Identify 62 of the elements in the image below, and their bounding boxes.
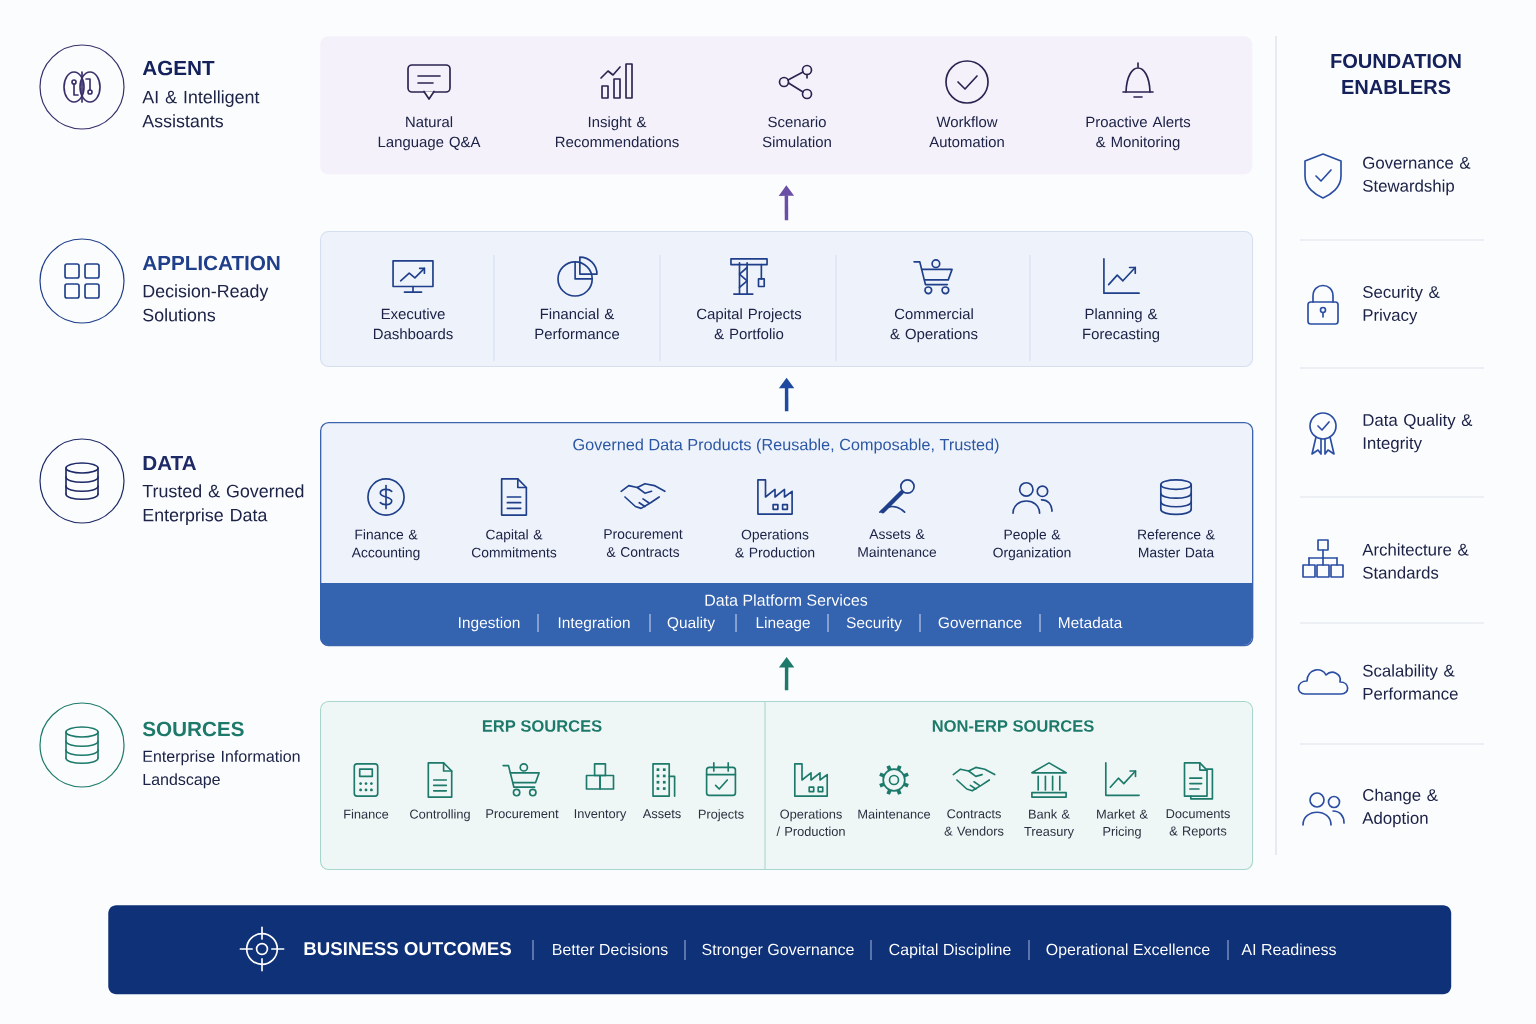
band-heading: Data Platform Services [705,594,868,606]
layer-subtitle: Trusted & Governed Enterprise Data [142,484,304,525]
layer-title: AGENT [142,60,215,76]
outcome-label: Capital Discipline [889,943,1011,959]
enabler-label: Architecture & Standards [1362,543,1469,579]
column-heading: FOUNDATION ENABLERS [1331,53,1461,95]
item-label: Maintenance [858,809,931,819]
item-label: Capital Projects & Portfolio [697,308,802,340]
layer-title: SOURCES [142,721,244,737]
item-label: Financial & Performance [535,308,620,340]
item-label: Bank & Treasury [1024,809,1074,839]
item-label: Projects [698,809,744,822]
layer-title: DATA [143,455,197,471]
item-label: Procurement & Contracts [604,529,683,557]
outcome-label: Operational Excellence [1046,943,1210,959]
item-label: Planning & Forecasting [1083,308,1160,343]
layer-subtitle: Decision-Ready Solutions [143,284,269,322]
item-label: Inventory [574,809,627,821]
enabler-label: Change & Adoption [1362,788,1438,828]
layer-subtitle: Enterprise Information Landscape [143,750,300,789]
item-label: Operations & Production [735,529,815,558]
banner-heading: BUSINESS OUTCOMES [304,941,511,956]
item-label: Scenario Simulation [762,116,831,148]
item-label: Documents & Reports [1166,809,1230,839]
item-label: Controlling [410,809,470,822]
service-label: Ingestion [459,616,520,632]
item-label: Procurement [486,809,559,819]
outcome-label: Better Decisions [553,943,668,956]
item-label: Commercial & Operations [890,308,978,343]
item-label: Finance & Accounting [351,529,420,561]
item-label: Executive Dashboards [374,308,453,340]
service-label: Integration [558,616,630,632]
service-label: Quality [667,616,716,632]
item-label: Assets [642,809,681,819]
service-label: Lineage [756,616,810,632]
panel-heading: NON-ERP SOURCES [932,720,1094,732]
layer-subtitle: AI & Intelligent Assistants [142,90,260,128]
item-label: Market & Pricing [1097,809,1148,839]
enabler-label: Governance & Stewardship [1363,156,1471,196]
item-label: Proactive Alerts & Monitoring [1086,116,1191,151]
panel-heading: ERP SOURCES [482,720,602,732]
outcome-label: Stronger Governance [702,943,854,959]
item-label: Operations / Production [776,809,845,836]
item-label: Finance [344,809,389,819]
item-label: People & Organization [993,529,1071,561]
item-label: Assets & Maintenance [858,529,937,557]
item-label: Contracts & Vendors [944,809,1004,836]
sources-panel [320,701,1254,871]
service-label: Governance [938,617,1022,629]
panel-heading: Governed Data Products (Reusable, Composable, Trusted) [573,438,999,454]
enabler-label: Data Quality & Integrity [1363,413,1473,453]
enabler-label: Scalability & Performance [1363,664,1458,700]
layer-title: APPLICATION [142,255,280,271]
item-label: Capital & Commitments [471,529,557,558]
service-label: Metadata [1059,616,1123,629]
item-label: Natural Language Q&A [378,116,481,151]
item-label: Reference & Master Data [1138,529,1215,558]
service-label: Security [846,616,902,632]
outcome-label: AI Readiness [1241,943,1336,956]
item-label: Insight & Recommendations [556,116,679,148]
item-label: Workflow Automation [929,116,1004,148]
enabler-label: Security & Privacy [1363,285,1440,325]
